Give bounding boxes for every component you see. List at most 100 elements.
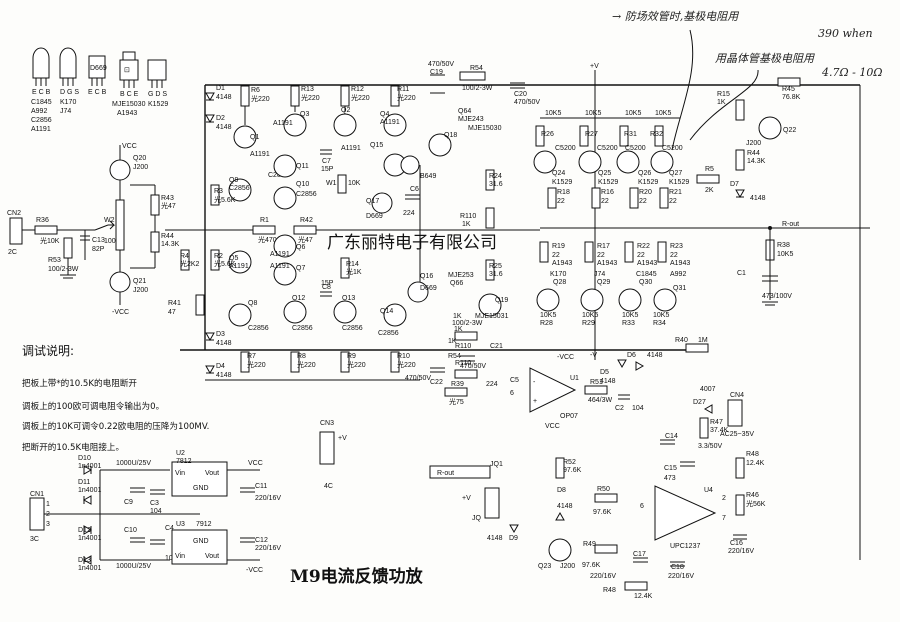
input-stage: CN2 2C R36 光10K C13 82P R53 100/2-3W W2 … — [7, 143, 180, 316]
svg-text:R4: R4 — [180, 253, 189, 260]
svg-text:1n4001: 1n4001 — [78, 565, 101, 572]
svg-text:10K5: 10K5 — [777, 251, 793, 258]
svg-text:12.4K: 12.4K — [634, 593, 653, 600]
svg-text:R31: R31 — [624, 131, 637, 138]
svg-text:100/2-3W: 100/2-3W — [462, 85, 493, 92]
power-rails — [180, 70, 870, 560]
svg-text:+V: +V — [590, 63, 599, 70]
svg-text:220/16V: 220/16V — [255, 495, 281, 502]
svg-text:6: 6 — [510, 390, 514, 397]
svg-text:K1529: K1529 — [552, 179, 572, 186]
svg-text:光220: 光220 — [347, 360, 366, 369]
notes-line-2: 调板上的100欧可调电阻令输出为0。 — [22, 400, 164, 412]
svg-text:470/50V: 470/50V — [514, 99, 540, 106]
svg-text:1K: 1K — [453, 313, 462, 320]
svg-text:1000U/25V: 1000U/25V — [116, 460, 151, 467]
svg-text:R24: R24 — [489, 173, 502, 180]
svg-text:R3: R3 — [214, 188, 223, 195]
svg-text:7: 7 — [722, 515, 726, 522]
svg-text:A1943: A1943 — [670, 260, 690, 267]
svg-text:C5200: C5200 — [597, 145, 618, 152]
svg-text:473/100V: 473/100V — [762, 293, 792, 300]
svg-text:100: 100 — [104, 238, 116, 245]
r46-value: 100/2-3W — [48, 266, 79, 273]
package-1-part-2: A992 — [31, 108, 47, 115]
svg-text:22: 22 — [669, 198, 677, 205]
svg-text:R10: R10 — [397, 353, 410, 360]
svg-text:光1K: 光1K — [346, 267, 362, 276]
svg-text:C9: C9 — [124, 499, 133, 506]
svg-text:B649: B649 — [420, 173, 436, 180]
svg-text:C20: C20 — [514, 91, 527, 98]
c13-value: 82P — [92, 246, 105, 253]
svg-text:C5200: C5200 — [662, 145, 683, 152]
handwritten-note-2-value: 4.7Ω - 10Ω — [821, 66, 882, 79]
svg-text:10K5: 10K5 — [540, 312, 556, 319]
svg-text:D1: D1 — [216, 85, 225, 92]
svg-text:CN1: CN1 — [30, 491, 44, 498]
svg-text:R45: R45 — [782, 86, 795, 93]
svg-text:R25: R25 — [489, 263, 502, 270]
svg-text:Q13: Q13 — [342, 295, 355, 302]
svg-text:D10: D10 — [78, 455, 91, 462]
q29-id: Q21 — [133, 278, 146, 285]
svg-text:12.4K: 12.4K — [746, 460, 765, 467]
svg-text:R15: R15 — [717, 91, 730, 98]
servo-section: C21 224 R110 R54 1K 470/50V R39 光75 - + … — [444, 337, 709, 430]
svg-text:光220: 光220 — [251, 94, 270, 103]
svg-text:Q14: Q14 — [380, 308, 393, 315]
svg-text:C2856: C2856 — [378, 330, 399, 337]
svg-text:R14: R14 — [346, 261, 359, 268]
svg-text:K1529: K1529 — [598, 179, 618, 186]
svg-text:4148: 4148 — [216, 372, 232, 379]
svg-text:-V: -V — [590, 352, 597, 359]
svg-text:C8: C8 — [322, 284, 331, 291]
svg-text:C12: C12 — [255, 537, 268, 544]
svg-text:D3: D3 — [216, 331, 225, 338]
j200-row: R19 22 A1943 R17 22 A1943 R22 22 A1943 R… — [536, 241, 690, 327]
svg-text:97.6K: 97.6K — [563, 467, 582, 474]
svg-text:220/16V: 220/16V — [590, 573, 616, 580]
svg-text:3.3/50V: 3.3/50V — [698, 443, 722, 450]
svg-text:2K: 2K — [705, 187, 714, 194]
svg-text:R40: R40 — [675, 337, 688, 344]
svg-text:R21: R21 — [669, 189, 682, 196]
svg-text:OP07: OP07 — [560, 413, 578, 420]
svg-text:R34: R34 — [653, 320, 666, 327]
package-4-pins: B C E — [120, 91, 139, 98]
diagram-title: M9电流反馈功放 — [290, 566, 424, 587]
svg-text:J200: J200 — [560, 563, 575, 570]
svg-text:4C: 4C — [324, 483, 333, 490]
svg-text:K1529: K1529 — [669, 179, 689, 186]
svg-text:Q26: Q26 — [638, 170, 651, 177]
svg-text:C2856: C2856 — [248, 325, 269, 332]
svg-text:4148: 4148 — [216, 124, 232, 131]
svg-text:JQ1: JQ1 — [490, 461, 503, 468]
svg-text:AC25~35V: AC25~35V — [720, 431, 754, 438]
svg-text:Q17: Q17 — [366, 198, 379, 205]
svg-text:C3: C3 — [150, 500, 159, 507]
svg-text:光75: 光75 — [449, 397, 464, 406]
handwritten-note-1: → 防场效管时,基极电阻用 — [612, 10, 739, 23]
svg-text:4148: 4148 — [216, 340, 232, 347]
svg-text:22: 22 — [639, 198, 647, 205]
package-2-pins: D G S — [60, 89, 79, 96]
package-legend: E C B C1845 A992 C2856 A1191 D G S K170 … — [31, 47, 168, 133]
svg-text:R13: R13 — [301, 86, 314, 93]
svg-text:464/3W: 464/3W — [588, 397, 613, 404]
svg-text:光5.6K: 光5.6K — [214, 195, 236, 204]
svg-text:Q25: Q25 — [598, 170, 611, 177]
svg-text:R49: R49 — [583, 541, 596, 548]
svg-text:Q23: Q23 — [538, 563, 551, 570]
d2: D2 4148 — [205, 114, 232, 131]
svg-text:C5: C5 — [510, 377, 519, 384]
svg-text:104: 104 — [165, 555, 177, 562]
q28-id: Q20 — [133, 155, 146, 162]
svg-text:10K5: 10K5 — [655, 110, 671, 117]
svg-text:470/50V: 470/50V — [405, 375, 431, 382]
svg-text:C18: C18 — [671, 564, 684, 571]
svg-text:470/50V: 470/50V — [428, 61, 454, 68]
svg-text:D2: D2 — [216, 115, 225, 122]
svg-text:C2856: C2856 — [229, 185, 250, 192]
